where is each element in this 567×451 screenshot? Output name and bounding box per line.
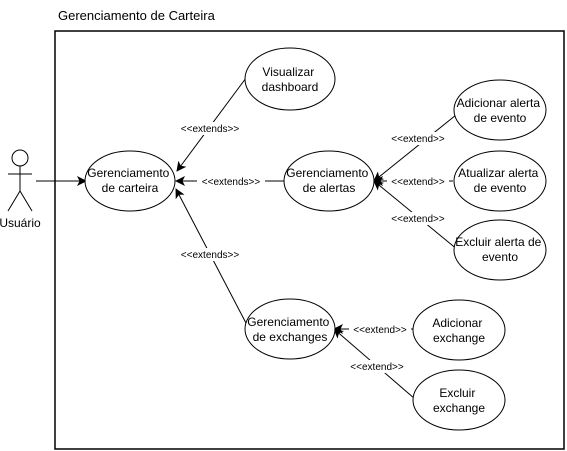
svg-text:Gerenciamento de carteir: Gerenciamento de carteira <box>87 166 172 195</box>
label-del-exchange: <<extend>> <box>350 362 404 373</box>
uc-text-line: Adicionar alerta <box>457 96 541 110</box>
uc-text-line: Gerenciamento <box>87 166 169 180</box>
use-case-visualizar-dashboard[interactable]: Visualizar dashboard <box>244 47 336 111</box>
use-case-adicionar-exchange[interactable]: Adicionar exchange <box>412 299 506 361</box>
label-add-exchange: <<extend>> <box>353 325 407 336</box>
uc-text-line: Visualizar <box>262 65 314 79</box>
uc-text-line: Atualizar alerta <box>458 166 538 180</box>
uc-text-line: de exchanges <box>253 330 328 344</box>
relation-labels: <<extends>> <<extends>> <<extends>> <<ex… <box>176 122 449 373</box>
uc-text-line: evento <box>482 250 518 264</box>
uc-text-line: de evento <box>474 181 527 195</box>
actor-left-leg <box>7 190 21 212</box>
label-del-alerta: <<extend>> <box>391 214 445 225</box>
uc-text-line: exchange <box>433 401 485 415</box>
uc-text-line: de alertas <box>303 181 356 195</box>
uc-text-line: Excluir <box>439 386 475 400</box>
actor-label: Usuário <box>0 216 41 230</box>
uc-text-line: dashboard <box>262 80 319 94</box>
svg-text:Gerenciamento de exchang: Gerenciamento de exchanges <box>247 315 332 344</box>
use-case-adicionar-alerta[interactable]: Adicionar alerta de evento <box>453 79 547 141</box>
uc-text-line: Gerenciamento <box>286 166 368 180</box>
uc-text-line: de carteira <box>102 181 159 195</box>
label-visualizar-carteira: <<extends>> <box>181 124 240 135</box>
svg-text:Adicionar exchange: Adicionar exchange <box>432 316 485 345</box>
uc-text-line: Adicionar <box>432 316 482 330</box>
label-upd-alerta: <<extend>> <box>391 177 445 188</box>
relation-add-alerta <box>373 114 457 182</box>
uc-text-line: Excluir alerta de <box>455 235 541 249</box>
svg-text:Atualizar alerta de even: Atualizar alerta de evento <box>458 166 541 195</box>
uc-text-line: exchange <box>433 331 485 345</box>
svg-text:Visualizar dashboard: Visualizar dashboard <box>262 65 319 94</box>
actor-head <box>11 149 29 167</box>
use-case-gerenciamento-carteira[interactable]: Gerenciamento de carteira <box>84 150 176 212</box>
svg-text:Excluir alerta de evento: Excluir alerta de evento <box>455 235 544 264</box>
label-exchanges-carteira: <<extends>> <box>181 250 240 261</box>
actor-right-leg <box>19 190 33 212</box>
system-boundary-title: Gerenciamento de Carteira <box>58 8 215 23</box>
use-case-gerenciamento-exchanges[interactable]: Gerenciamento de exchanges <box>244 298 336 360</box>
uc-text-line: de evento <box>474 111 527 125</box>
label-add-alerta: <<extend>> <box>391 134 445 145</box>
use-case-gerenciamento-alertas[interactable]: Gerenciamento de alertas <box>283 150 375 212</box>
actor-usuario[interactable]: Usuário <box>0 149 41 230</box>
svg-text:Adicionar alerta de even: Adicionar alerta de evento <box>457 96 544 125</box>
use-case-excluir-exchange[interactable]: Excluir exchange <box>412 369 506 431</box>
uc-text-line: Gerenciamento <box>247 315 329 329</box>
use-case-excluir-alerta[interactable]: Excluir alerta de evento <box>453 219 547 281</box>
label-alertas-carteira: <<extends>> <box>202 177 261 188</box>
use-case-atualizar-alerta[interactable]: Atualizar alerta de evento <box>453 150 547 212</box>
svg-text:Gerenciamento de alertas: Gerenciamento de alertas <box>286 166 371 195</box>
svg-text:Excluir exchange: Excluir exchange <box>433 386 485 415</box>
